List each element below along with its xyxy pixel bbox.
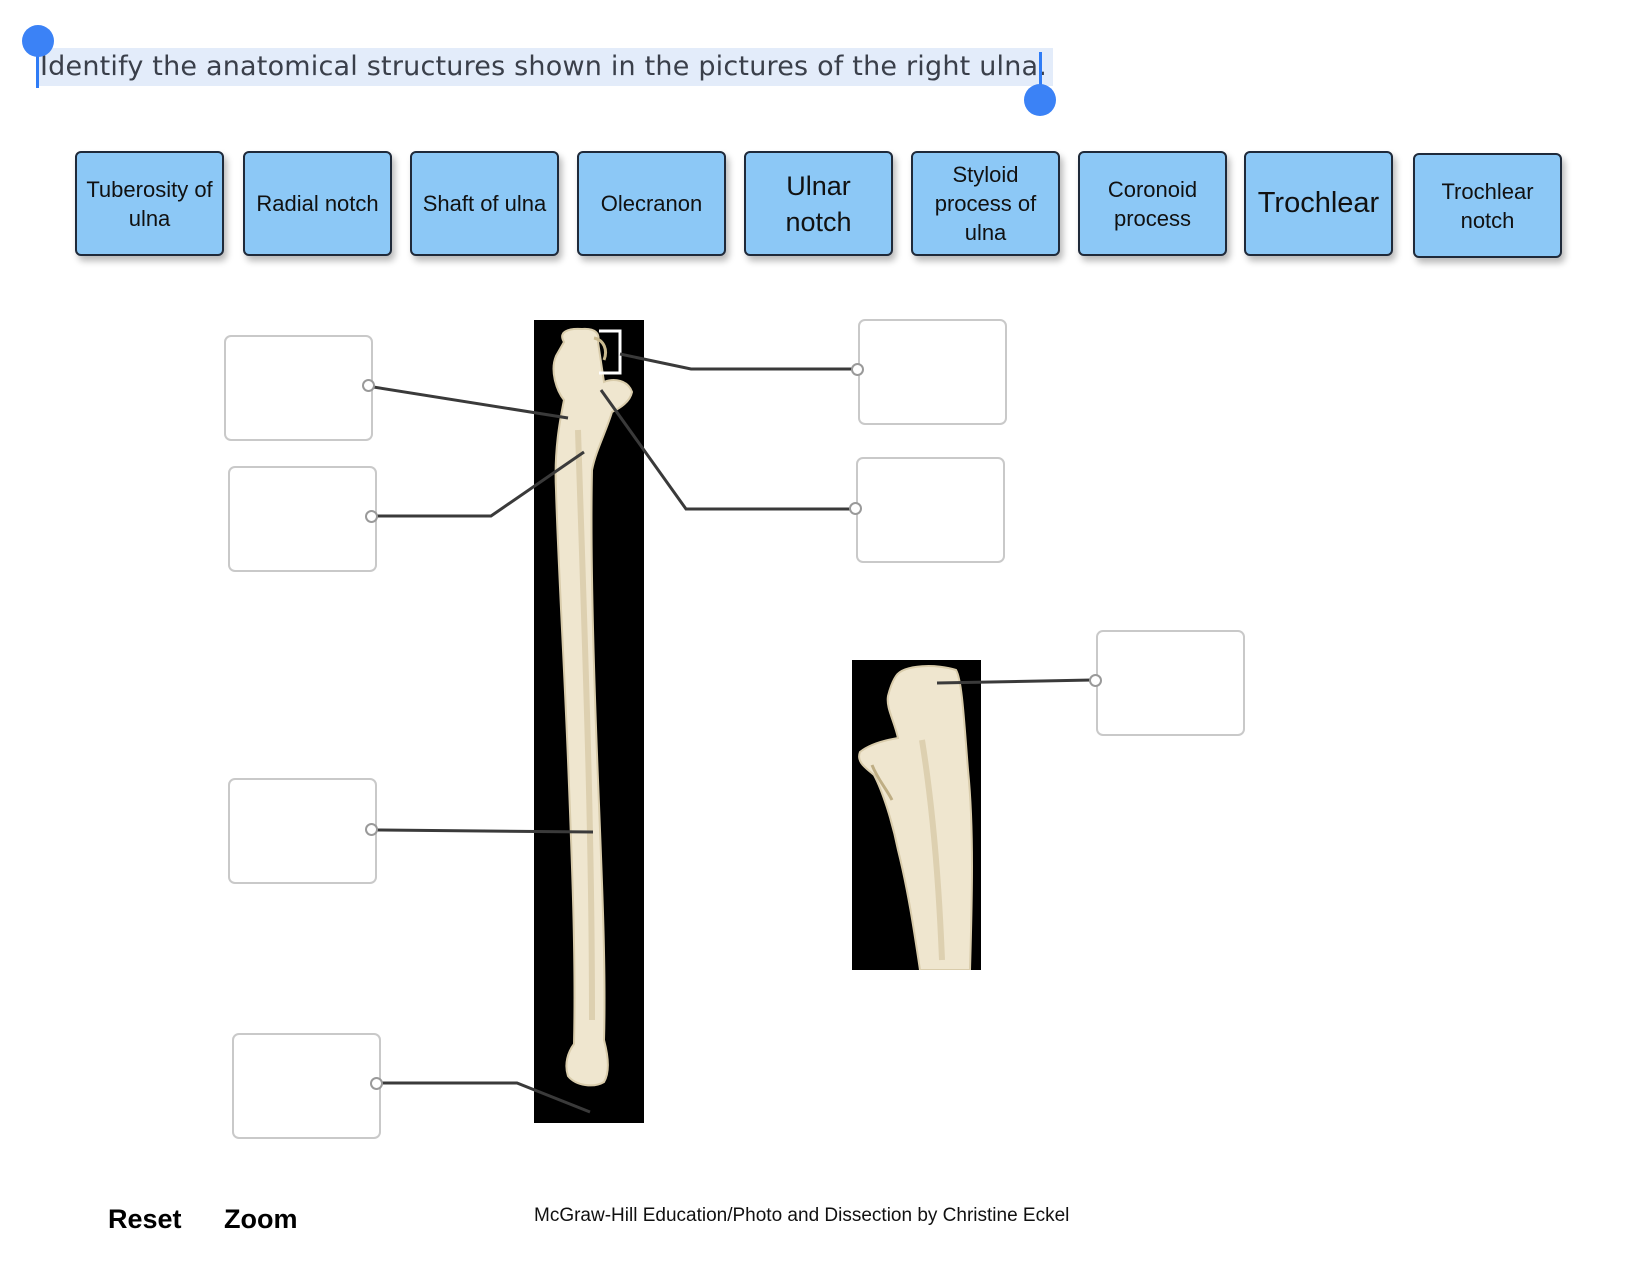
connector-dot-left-4 bbox=[370, 1077, 383, 1090]
zoom-button[interactable]: Zoom bbox=[224, 1204, 298, 1234]
ulna-proximal-bone-illustration bbox=[858, 665, 973, 970]
drop-target-right-3[interactable] bbox=[1096, 630, 1245, 736]
label-chip-olecranon[interactable]: Olecranon bbox=[577, 151, 726, 256]
label-chip-coronoid-process[interactable]: Coronoid process bbox=[1078, 151, 1227, 256]
drop-target-right-2[interactable] bbox=[856, 457, 1005, 563]
connector-dot-right-2 bbox=[849, 502, 862, 515]
label-chip-tuberosity-of-ulna[interactable]: Tuberosity of ulna bbox=[75, 151, 224, 256]
drop-target-left-3[interactable] bbox=[228, 778, 377, 884]
question-text: Identify the anatomical structures shown… bbox=[36, 48, 1054, 86]
connector-dot-left-3 bbox=[365, 823, 378, 836]
label-chip-shaft-of-ulna[interactable]: Shaft of ulna bbox=[410, 151, 559, 256]
selection-end-caret bbox=[1039, 52, 1042, 88]
ulna-full-bone-illustration bbox=[552, 327, 634, 1087]
ulna-proximal-photo bbox=[852, 660, 981, 970]
connector-dot-right-3 bbox=[1089, 674, 1102, 687]
label-chip-styloid-process-of-ulna[interactable]: Styloid process of ulna bbox=[911, 151, 1060, 256]
photo-credit: McGraw-Hill Education/Photo and Dissecti… bbox=[534, 1205, 1070, 1226]
selection-start-caret bbox=[36, 52, 39, 88]
drop-target-left-1[interactable] bbox=[224, 335, 373, 441]
label-chip-trochlear-notch[interactable]: Trochlear notch bbox=[1413, 153, 1562, 258]
drop-target-left-4[interactable] bbox=[232, 1033, 381, 1139]
label-chip-radial-notch[interactable]: Radial notch bbox=[243, 151, 392, 256]
drop-target-right-1[interactable] bbox=[858, 319, 1007, 425]
drop-target-left-2[interactable] bbox=[228, 466, 377, 572]
connector-dot-right-1 bbox=[851, 363, 864, 376]
label-chip-ulnar-notch[interactable]: Ulnar notch bbox=[744, 151, 893, 256]
connector-dot-left-2 bbox=[365, 510, 378, 523]
label-chip-trochlear[interactable]: Trochlear bbox=[1244, 151, 1393, 256]
reset-button[interactable]: Reset bbox=[108, 1204, 182, 1234]
connector-dot-left-1 bbox=[362, 379, 375, 392]
ulna-full-photo bbox=[534, 320, 644, 1123]
selection-end-handle[interactable] bbox=[1024, 84, 1056, 116]
selection-start-handle[interactable] bbox=[22, 25, 54, 57]
